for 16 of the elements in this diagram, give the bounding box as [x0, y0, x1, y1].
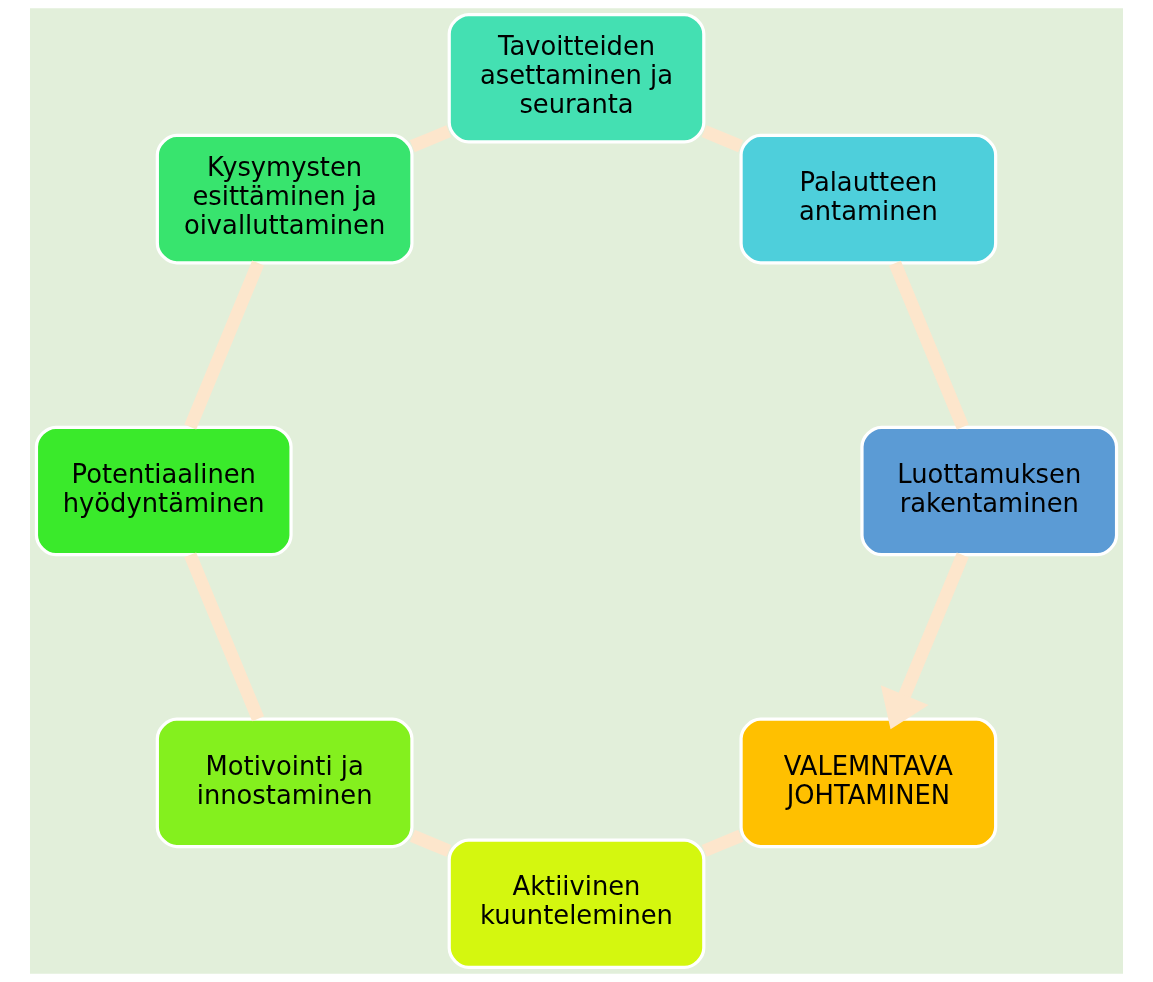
connector — [701, 125, 744, 153]
connector — [409, 125, 452, 153]
connector — [184, 552, 265, 722]
node-box: VALEMNTAVA JOHTAMINEN — [739, 717, 998, 849]
connector — [409, 829, 452, 857]
node-box: Luottamuksen rakentaminen — [860, 425, 1119, 557]
node-box: Potentiaalinen hyödyntäminen — [34, 425, 293, 557]
node-box: Motivointi ja innostaminen — [155, 717, 414, 849]
node-box: Kysymysten esittäminen ja oivalluttaminen — [155, 133, 414, 265]
connector — [888, 260, 969, 430]
node-box: Palautteen antaminen — [739, 133, 998, 265]
connector — [184, 260, 265, 430]
arrow — [880, 552, 969, 730]
node-box: Aktiivinen kuunteleminen — [447, 838, 706, 969]
connector — [701, 829, 744, 857]
node-box: Tavoitteiden asettaminen ja seuranta — [447, 13, 706, 144]
